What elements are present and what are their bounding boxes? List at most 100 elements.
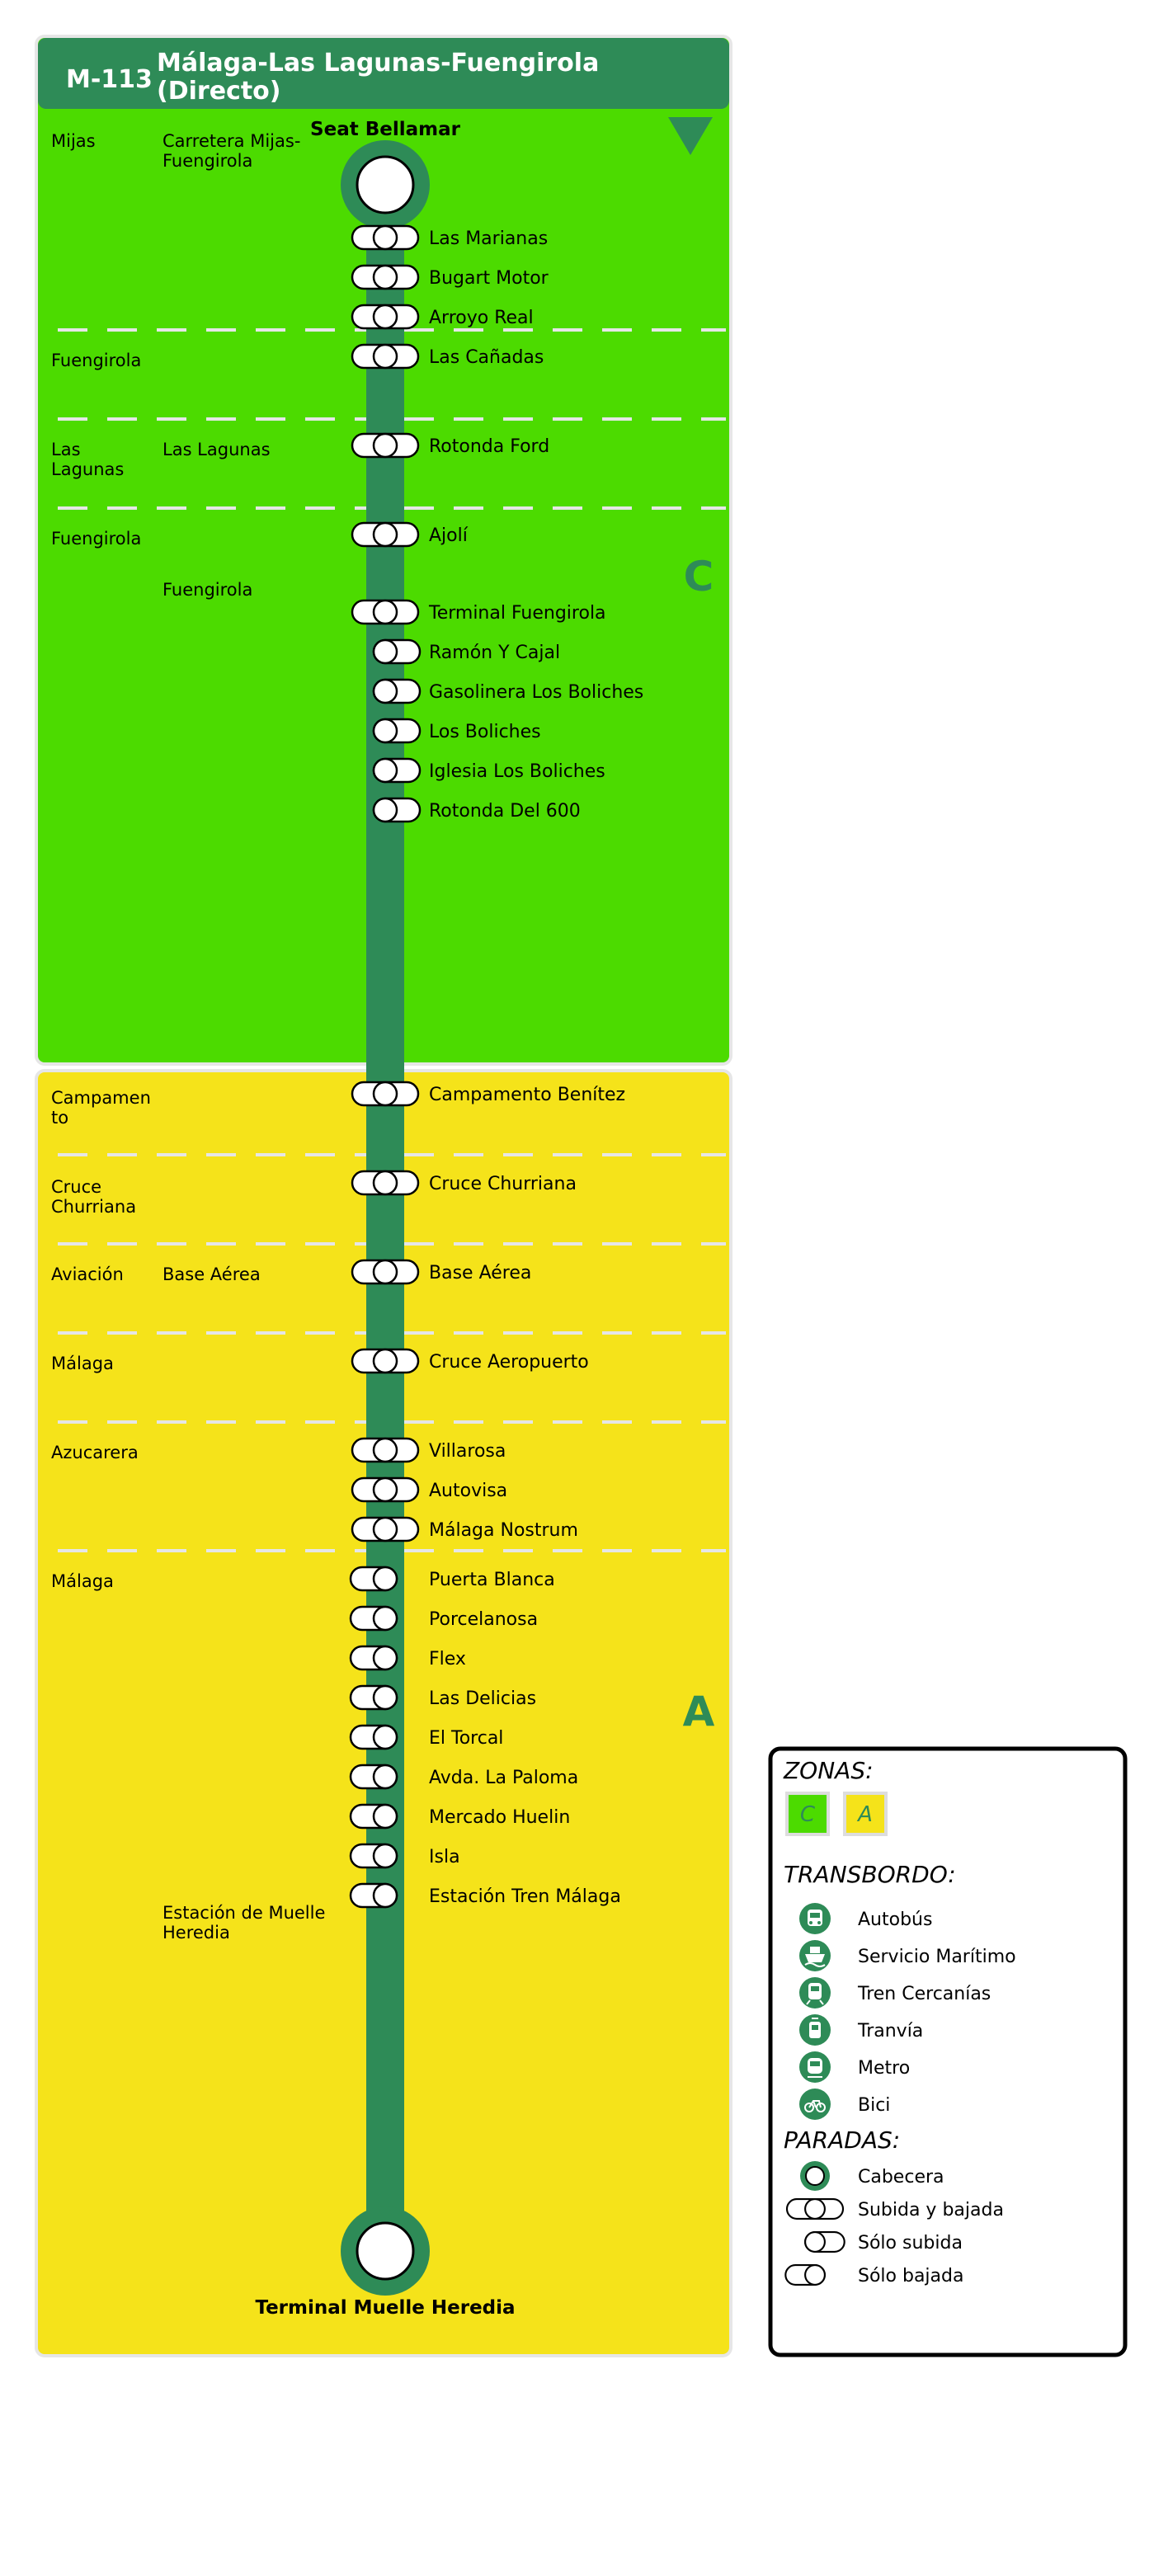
stop-name: Rotonda Ford bbox=[429, 436, 549, 457]
stop-name: Málaga Nostrum bbox=[429, 1520, 578, 1541]
stop-marker bbox=[372, 678, 422, 704]
stop-name: Cruce Churriana bbox=[429, 1174, 577, 1194]
legend-stop-type-label: Cabecera bbox=[858, 2167, 944, 2187]
legend-stop-type-label: Subida y bajada bbox=[858, 2200, 1004, 2220]
legend-zone-chip-a: A bbox=[843, 1792, 888, 1836]
stop-name: Flex bbox=[429, 1649, 466, 1669]
ship-icon bbox=[799, 1940, 831, 1971]
stop-marker bbox=[349, 1724, 398, 1750]
legend-stops-title: PARADAS: bbox=[784, 2126, 900, 2154]
stop-marker bbox=[351, 521, 420, 548]
route-line bbox=[366, 181, 404, 2252]
stop-marker bbox=[349, 1566, 398, 1592]
legend-transfer-label: Metro bbox=[858, 2058, 910, 2079]
metro-icon bbox=[799, 2051, 831, 2083]
stop-marker bbox=[351, 1516, 420, 1542]
stop-marker bbox=[351, 599, 420, 625]
legend-zone-chip-c-label: C bbox=[800, 1802, 816, 1827]
stop-marker bbox=[351, 432, 420, 459]
stop-name: Estación Tren Málaga bbox=[429, 1886, 621, 1907]
direction-arrow-icon bbox=[668, 117, 713, 155]
stop-marker bbox=[349, 1684, 398, 1711]
municipality-label: Azucarera bbox=[51, 1443, 139, 1462]
stop-name: Base Aérea bbox=[429, 1263, 531, 1283]
route-title-line2: (Directo) bbox=[157, 77, 280, 106]
stop-marker bbox=[372, 718, 422, 744]
stop-name: Ajolí bbox=[429, 525, 469, 546]
municipality-label: Málaga bbox=[51, 1571, 114, 1591]
stop-name: Las Marianas bbox=[429, 228, 548, 249]
zone-a-letter: A bbox=[683, 1688, 715, 1735]
stop-marker bbox=[351, 1170, 420, 1196]
legend-transfer-label: Servicio Marítimo bbox=[858, 1947, 1016, 1967]
stop-marker bbox=[349, 1843, 398, 1869]
stop-name: Ramón Y Cajal bbox=[429, 643, 560, 663]
municipality-label: Málaga bbox=[51, 1354, 114, 1373]
stop-marker bbox=[351, 1476, 420, 1503]
stop-marker bbox=[351, 1348, 420, 1374]
stop-name: Los Boliches bbox=[429, 722, 541, 742]
stop-name: Bugart Motor bbox=[429, 268, 549, 289]
stop-name: Porcelanosa bbox=[429, 1609, 538, 1630]
stop-name: Villarosa bbox=[429, 1441, 506, 1462]
municipality-label: Churriana bbox=[51, 1197, 136, 1217]
alight-stop-icon bbox=[784, 2264, 826, 2286]
stop-name: Terminal Fuengirola bbox=[428, 603, 606, 624]
board-stop-icon bbox=[804, 2231, 845, 2253]
municipality-label: Lagunas bbox=[51, 459, 124, 479]
stop-name: El Torcal bbox=[429, 1728, 503, 1749]
locality-label: Fuengirola bbox=[163, 580, 252, 600]
legend-transfer-title: TRANSBORDO: bbox=[784, 1861, 956, 1888]
stop-name: Rotonda Del 600 bbox=[429, 801, 581, 822]
bus-icon bbox=[799, 1903, 831, 1934]
terminal-stop-icon bbox=[800, 2161, 830, 2191]
stop-marker bbox=[349, 1764, 398, 1790]
municipality-label: Campamen bbox=[51, 1088, 151, 1108]
stop-name: Gasolinera Los Boliches bbox=[429, 682, 643, 703]
legend-transfer-label: Tren Cercanías bbox=[857, 1984, 991, 2004]
locality-label: Heredia bbox=[163, 1923, 230, 1943]
stop-name: Autovisa bbox=[429, 1481, 507, 1501]
stop-name: Iglesia Los Boliches bbox=[429, 761, 605, 782]
stop-name: Las Delicias bbox=[429, 1688, 536, 1709]
stop-marker bbox=[351, 304, 420, 330]
stop-name: Las Cañadas bbox=[429, 347, 544, 368]
legend-stop-type-label: Sólo subida bbox=[858, 2233, 963, 2253]
municipality-label: Las bbox=[51, 440, 81, 459]
legend-transfer-label: Tranvía bbox=[857, 2021, 923, 2041]
legend-zone-chip-c: C bbox=[785, 1792, 830, 1836]
start-terminal-name: Seat Bellamar bbox=[310, 119, 461, 140]
bike-icon bbox=[799, 2089, 831, 2120]
legend-stop-type-labels: Cabecera Subida y bajada Sólo subida Sól… bbox=[858, 2167, 1004, 2286]
legend-transfer-label: Bici bbox=[858, 2095, 890, 2116]
legend-zone-chip-a-label: A bbox=[856, 1802, 873, 1827]
stop-marker bbox=[351, 1259, 420, 1285]
stop-marker bbox=[351, 264, 420, 290]
stop-name: Isla bbox=[429, 1847, 460, 1867]
end-terminal-icon bbox=[341, 2206, 430, 2296]
legend-transfer-label: Autobús bbox=[858, 1910, 932, 1930]
zone-c-letter: C bbox=[684, 553, 714, 600]
train-icon bbox=[799, 1977, 831, 2009]
stop-marker bbox=[349, 1645, 398, 1671]
locality-label: Base Aérea bbox=[163, 1264, 261, 1284]
stop-marker bbox=[349, 1882, 398, 1909]
municipality-label: Fuengirola bbox=[51, 529, 141, 549]
legend-stop-type-label: Sólo bajada bbox=[858, 2266, 963, 2286]
stop-marker bbox=[372, 757, 422, 784]
stop-marker bbox=[351, 1081, 420, 1107]
stop-marker bbox=[351, 343, 420, 370]
legend-zones-title: ZONAS: bbox=[783, 1757, 874, 1784]
municipality-label: to bbox=[51, 1108, 68, 1128]
locality-label: Las Lagunas bbox=[163, 440, 271, 459]
route-code: M-113 bbox=[66, 65, 153, 94]
end-terminal-name: Terminal Muelle Heredia bbox=[255, 2297, 515, 2319]
legend-box bbox=[768, 1746, 1128, 2357]
municipality-label: Mijas bbox=[51, 131, 96, 151]
stop-marker bbox=[349, 1803, 398, 1830]
stop-name: Campamento Benítez bbox=[429, 1085, 625, 1105]
stop-name: Arroyo Real bbox=[429, 308, 534, 328]
stop-marker bbox=[372, 638, 422, 665]
